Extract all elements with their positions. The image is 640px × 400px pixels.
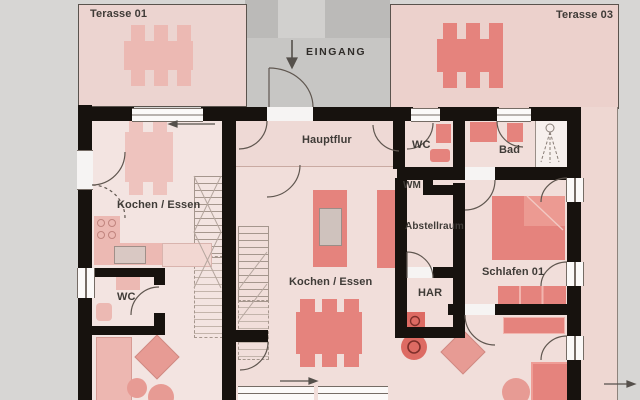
wall-north-right-a [237,107,269,121]
wall-wcleft-right-a [154,268,165,285]
label-utility-room: HAR [418,287,443,299]
sofa-left [96,337,132,400]
terrace03-chair [466,72,480,88]
wc-left-toilet [96,303,112,321]
label-kitchen-right: Kochen / Essen [289,276,373,288]
label-storage-room: Abstellraum [405,221,464,232]
terrace03-chair [443,23,457,39]
shower-floor [535,119,568,169]
stove [94,216,120,243]
kitchen-counter-extension [162,243,212,267]
terrace01-chair [131,70,145,86]
right-dining-chair [300,354,315,367]
wc-left-sink [116,277,140,290]
right-dining-table [296,312,362,354]
pouf-left-large [148,384,174,400]
terrace01-chair [154,25,168,41]
label-wc-right: WC [412,139,431,151]
courtyard-dark-block-left [245,0,278,38]
window-west [77,268,95,298]
left-dining-chair [153,182,167,195]
entrance-path [278,0,325,38]
window-south-1 [238,386,314,400]
label-bathroom: Bad [499,144,521,156]
sofa-right [531,362,571,400]
left-dining-chair [129,119,143,132]
wall-hall-wc [393,121,405,169]
door-frame-east-2 [566,262,584,286]
terrace01-chair [177,25,191,41]
door-gap-storage [407,267,433,278]
terrace01-table [124,41,193,70]
stair-left-unit-dashed [194,256,223,338]
door-gap-entrance [267,107,313,121]
wall-har-bottom [395,327,465,338]
terrace03-table [437,39,503,72]
terrace-east-strip [581,107,618,400]
wall-north-right-b [311,107,413,121]
wall-wcleft-right-b [154,313,165,335]
terrace03-chair [443,72,457,88]
terrace01-chair [154,70,168,86]
label-washing-machine: WM [403,180,421,191]
bath-sink-double [470,122,497,142]
left-dining-table [125,132,173,182]
label-bedroom: Schlafen 01 [482,266,545,278]
wall-bedroom-bottom-a [448,304,465,315]
door-frame-east-1 [566,178,584,202]
pouf-left-small [127,378,147,398]
right-dining-chair [322,354,337,367]
label-wc-left: WC [117,291,136,303]
bath-sink [507,123,523,142]
right-dining-chair [344,299,359,312]
door-frame-east-3 [566,336,584,360]
terrace03-chair [489,23,503,39]
stair-right-unit [238,226,269,302]
kitchen-counter-right [377,190,400,268]
left-dining-chair [129,182,143,195]
terrace01-chair [177,70,191,86]
label-terrace-01: Terasse 01 [90,8,148,20]
right-dining-chair [300,299,315,312]
terrace03-chair [489,72,503,88]
label-entrance: EINGANG [306,46,367,58]
wall-bedroom-west [453,183,465,338]
wall-storage-left [395,178,407,338]
wall-stairdoor-top [236,330,268,342]
bed-blanket-fold [524,196,565,226]
wall-wcleft-bottom [92,326,165,335]
sideboard [503,317,565,334]
right-dining-chair [322,299,337,312]
kitchen-sink [114,246,146,264]
label-kitchen-left: Kochen / Essen [117,199,201,211]
door-gap-bath-bedroom [465,167,495,180]
wc-right-sink [436,124,451,143]
pouf-right-large [502,378,530,400]
wall-north-right-c [438,107,499,121]
door-gap-bedroom-bottom [465,304,495,315]
wc-right-toilet [430,149,450,162]
wall-wc-bath [453,121,465,169]
wall-bedroom-bottom-b [495,304,567,315]
door-gap-west [77,150,93,190]
courtyard-dark-block-right [325,0,390,38]
island-sink [319,208,342,246]
wardrobe-row [498,286,566,305]
label-terrace-03: Terasse 03 [556,9,614,21]
window-north-wc [411,108,440,122]
wall-wm-jog [433,185,465,195]
window-north-left [132,108,203,122]
left-dining-chair [153,119,167,132]
terrace01-chair [131,25,145,41]
window-north-bath [497,108,531,122]
wall-party [222,107,236,400]
right-dining-chair [344,354,359,367]
wall-north-left-a [78,107,134,121]
label-hallway: Hauptflur [302,134,352,146]
wall-wcleft-top [92,268,165,277]
wall-wm-right [423,167,433,195]
terrace03-chair [466,23,480,39]
window-south-2 [318,386,388,400]
terrace-strip-arrowhead [626,380,637,388]
